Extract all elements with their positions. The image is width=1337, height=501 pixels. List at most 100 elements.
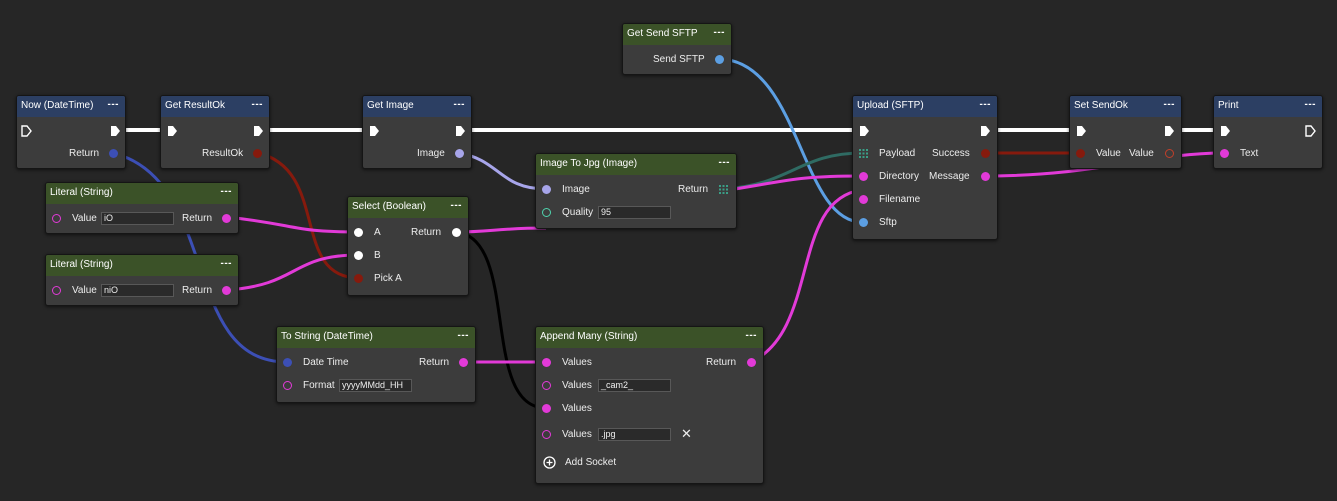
node-menu-button[interactable]: --- [1304, 99, 1316, 110]
a-pin[interactable] [354, 228, 363, 237]
node-get-resultok[interactable]: Get ResultOk--- ResultOk [160, 95, 270, 169]
node-header[interactable]: Upload (SFTP)--- [853, 96, 997, 117]
node-menu-button[interactable]: --- [457, 330, 469, 341]
node-header[interactable]: Image To Jpg (Image)--- [536, 154, 736, 175]
node-header[interactable]: Append Many (String)--- [536, 327, 763, 348]
pin-label-directory: Directory [879, 171, 920, 182]
values-pin-1[interactable] [542, 358, 551, 367]
datetime-in-pin[interactable] [283, 358, 292, 367]
node-menu-button[interactable]: --- [718, 157, 730, 168]
bytes-return-pin-icon[interactable] [719, 185, 728, 194]
value-in-pin[interactable] [52, 286, 61, 295]
node-menu-button[interactable]: --- [251, 99, 263, 110]
remove-socket-icon[interactable]: ✕ [681, 426, 692, 441]
pin-label-value-in: Value [1096, 148, 1121, 159]
exec-out-pin-icon[interactable] [980, 125, 991, 137]
return-pin[interactable] [452, 228, 461, 237]
node-menu-button[interactable]: --- [220, 186, 232, 197]
pick-a-pin[interactable] [354, 274, 363, 283]
values-pin-2[interactable] [542, 381, 551, 390]
value-out-pin[interactable] [1165, 149, 1174, 158]
add-socket-icon[interactable] [543, 456, 556, 469]
pin-label-return: Return [182, 285, 213, 296]
value-input[interactable]: niO [101, 284, 174, 297]
pin-label-return: Return [419, 357, 450, 368]
node-get-image[interactable]: Get Image--- Image [362, 95, 472, 169]
exec-in-pin-icon[interactable] [369, 125, 380, 137]
node-literal-string-2[interactable]: Literal (String)--- Value niO Return [45, 254, 239, 306]
node-header[interactable]: Literal (String)--- [46, 183, 238, 204]
node-header[interactable]: Get ResultOk--- [161, 96, 269, 117]
pin-label-return: Return [69, 148, 100, 159]
exec-in-pin-icon[interactable] [167, 125, 178, 137]
resultok-pin[interactable] [253, 149, 262, 158]
image-pin[interactable] [455, 149, 464, 158]
exec-out-pin-icon[interactable] [1305, 125, 1316, 137]
node-header[interactable]: To String (DateTime)--- [277, 327, 475, 348]
quality-pin[interactable] [542, 208, 551, 217]
node-menu-button[interactable]: --- [1163, 99, 1175, 110]
node-set-sendok[interactable]: Set SendOk--- Value Value [1069, 95, 1182, 169]
text-pin[interactable] [1220, 149, 1229, 158]
node-header[interactable]: Get Send SFTP--- [623, 24, 731, 45]
image-in-pin[interactable] [542, 185, 551, 194]
quality-input[interactable]: 95 [598, 206, 671, 219]
node-print[interactable]: Print--- Text [1213, 95, 1323, 169]
node-header[interactable]: Get Image--- [363, 96, 471, 117]
directory-pin[interactable] [859, 172, 868, 181]
exec-out-pin-icon[interactable] [110, 125, 121, 137]
values-pin-4[interactable] [542, 430, 551, 439]
value-input[interactable]: iO [101, 212, 174, 225]
node-menu-button[interactable]: --- [713, 27, 725, 38]
sftp-pin[interactable] [859, 218, 868, 227]
node-image-to-jpg[interactable]: Image To Jpg (Image)--- Image Return Qua… [535, 153, 737, 229]
node-menu-button[interactable]: --- [220, 258, 232, 269]
return-pin[interactable] [109, 149, 118, 158]
exec-in-pin-icon[interactable] [1076, 125, 1087, 137]
node-header[interactable]: Now (DateTime)--- [17, 96, 125, 117]
return-pin[interactable] [222, 214, 231, 223]
filename-pin[interactable] [859, 195, 868, 204]
format-input[interactable]: yyyyMMdd_HH [339, 379, 412, 392]
node-menu-button[interactable]: --- [453, 99, 465, 110]
exec-out-pin-icon[interactable] [253, 125, 264, 137]
return-pin[interactable] [222, 286, 231, 295]
node-upload-sftp[interactable]: Upload (SFTP)--- Payload Success Directo… [852, 95, 998, 240]
node-to-string-datetime[interactable]: To String (DateTime)--- Date Time Return… [276, 326, 476, 403]
values-input-2[interactable]: _cam2_ [598, 379, 671, 392]
exec-in-pin-icon[interactable] [21, 125, 32, 137]
values-input-4[interactable]: .jpg [598, 428, 671, 441]
pin-label-quality: Quality [562, 207, 594, 218]
node-menu-button[interactable]: --- [107, 99, 119, 110]
payload-pin-icon[interactable] [859, 149, 868, 158]
exec-in-pin-icon[interactable] [859, 125, 870, 137]
send-sftp-pin[interactable] [715, 55, 724, 64]
exec-in-pin-icon[interactable] [1220, 125, 1231, 137]
value-in-pin[interactable] [1076, 149, 1085, 158]
node-now-datetime[interactable]: Now (DateTime)--- Return [16, 95, 126, 169]
node-header[interactable]: Literal (String) --- [46, 255, 238, 276]
value-in-pin[interactable] [52, 214, 61, 223]
exec-out-pin-icon[interactable] [1164, 125, 1175, 137]
node-header[interactable]: Set SendOk--- [1070, 96, 1181, 117]
node-title: Literal (String) [50, 259, 113, 270]
exec-out-pin-icon[interactable] [455, 125, 466, 137]
node-literal-string-1[interactable]: Literal (String)--- Value iO Return [45, 182, 239, 234]
success-pin[interactable] [981, 149, 990, 158]
node-menu-button[interactable]: --- [745, 330, 757, 341]
node-select-boolean[interactable]: Select (Boolean)--- A Return B Pick A [347, 196, 469, 296]
format-pin[interactable] [283, 381, 292, 390]
b-pin[interactable] [354, 251, 363, 260]
node-menu-button[interactable]: --- [450, 200, 462, 211]
return-pin[interactable] [747, 358, 756, 367]
node-get-send-sftp[interactable]: Get Send SFTP--- Send SFTP [622, 23, 732, 75]
add-socket-button[interactable]: Add Socket [565, 457, 617, 468]
node-header[interactable]: Print--- [1214, 96, 1322, 117]
return-pin[interactable] [459, 358, 468, 367]
node-menu-button[interactable]: --- [979, 99, 991, 110]
wire-literal2-b [226, 253, 360, 292]
node-header[interactable]: Select (Boolean)--- [348, 197, 468, 218]
values-pin-3[interactable] [542, 404, 551, 413]
node-append-many[interactable]: Append Many (String)--- Values Return Va… [535, 326, 764, 484]
message-pin[interactable] [981, 172, 990, 181]
